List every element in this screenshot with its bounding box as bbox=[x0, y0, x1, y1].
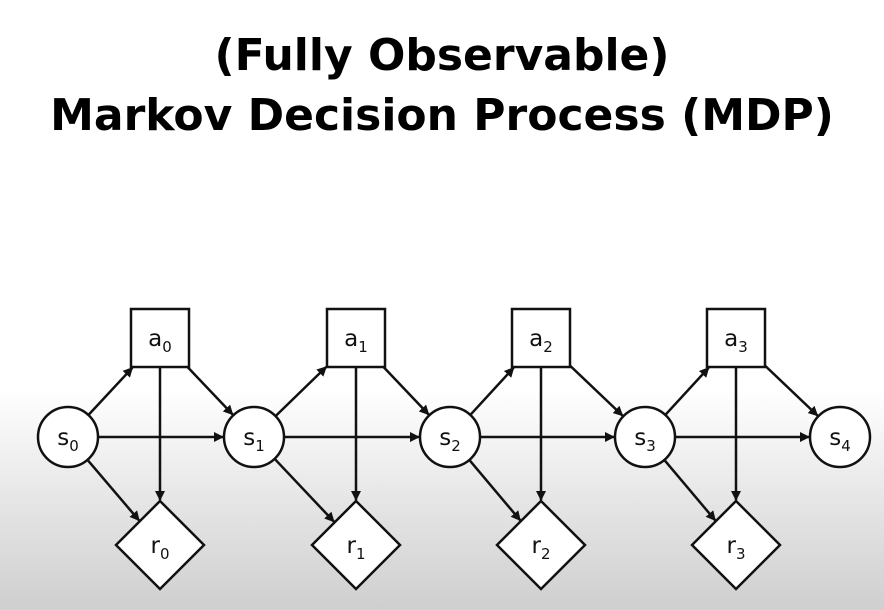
node-label-base: r bbox=[531, 533, 541, 559]
node-label-subscript: 2 bbox=[543, 338, 553, 356]
edge-s2-a2 bbox=[469, 366, 515, 416]
reward-diamond-r0 bbox=[114, 499, 206, 591]
node-a1: a1 bbox=[325, 307, 387, 369]
node-label-s0: s0 bbox=[57, 425, 79, 455]
node-label-subscript: 0 bbox=[160, 545, 170, 563]
node-a2: a2 bbox=[510, 307, 572, 369]
node-label-subscript: 1 bbox=[358, 338, 368, 356]
node-label-r1: r1 bbox=[346, 533, 365, 563]
edge-s1-a1 bbox=[274, 365, 328, 418]
edge-s0-r0 bbox=[86, 459, 141, 522]
edge-s0-a0 bbox=[87, 366, 134, 416]
state-circle-s1 bbox=[222, 405, 286, 469]
node-s2: s2 bbox=[418, 405, 482, 469]
node-label-base: r bbox=[726, 533, 736, 559]
node-label-base: r bbox=[346, 533, 356, 559]
edge-s1-r1 bbox=[273, 457, 335, 523]
node-label-subscript: 1 bbox=[356, 545, 366, 563]
action-box-a2 bbox=[510, 307, 572, 369]
node-label-s3: s3 bbox=[634, 425, 656, 455]
node-label-a1: a1 bbox=[344, 326, 368, 356]
action-box-a0 bbox=[129, 307, 191, 369]
reward-diamond-r3 bbox=[690, 499, 782, 591]
node-label-base: a bbox=[148, 326, 162, 352]
title-line-2: Markov Decision Process (MDP) bbox=[50, 90, 834, 141]
node-s4: s4 bbox=[808, 405, 872, 469]
node-label-subscript: 0 bbox=[69, 437, 79, 455]
node-s3: s3 bbox=[613, 405, 677, 469]
state-circle-s2 bbox=[418, 405, 482, 469]
node-label-r3: r3 bbox=[726, 533, 745, 563]
node-r3: r3 bbox=[690, 499, 782, 591]
node-label-a3: a3 bbox=[724, 326, 748, 356]
node-s0: s0 bbox=[36, 405, 100, 469]
node-label-base: s bbox=[829, 425, 841, 451]
node-label-base: a bbox=[724, 326, 738, 352]
node-label-subscript: 1 bbox=[255, 437, 265, 455]
action-box-a1 bbox=[325, 307, 387, 369]
edge-a3-s4 bbox=[764, 364, 819, 417]
node-r2: r2 bbox=[495, 499, 587, 591]
node-a3: a3 bbox=[705, 307, 767, 369]
node-a0: a0 bbox=[129, 307, 191, 369]
edge-layer bbox=[86, 364, 819, 523]
node-s1: s1 bbox=[222, 405, 286, 469]
node-label-subscript: 4 bbox=[841, 437, 851, 455]
node-label-subscript: 0 bbox=[162, 338, 172, 356]
edge-s3-a3 bbox=[664, 366, 710, 416]
node-label-a2: a2 bbox=[529, 326, 553, 356]
title-line-1: (Fully Observable) bbox=[214, 30, 670, 81]
edge-s3-r3 bbox=[663, 459, 717, 522]
node-label-subscript: 3 bbox=[646, 437, 656, 455]
node-r0: r0 bbox=[114, 499, 206, 591]
edge-a1-s2 bbox=[382, 366, 430, 416]
node-label-subscript: 2 bbox=[451, 437, 461, 455]
node-label-r0: r0 bbox=[150, 533, 169, 563]
node-label-base: a bbox=[344, 326, 358, 352]
state-circle-s0 bbox=[36, 405, 100, 469]
node-label-s2: s2 bbox=[439, 425, 461, 455]
node-label-subscript: 3 bbox=[736, 545, 746, 563]
node-label-base: s bbox=[634, 425, 646, 451]
node-label-base: r bbox=[150, 533, 160, 559]
node-label-s1: s1 bbox=[243, 425, 265, 455]
node-label-base: s bbox=[243, 425, 255, 451]
edge-a0-s1 bbox=[186, 366, 234, 416]
node-label-s4: s4 bbox=[829, 425, 851, 455]
edge-s2-r2 bbox=[468, 459, 522, 522]
node-label-base: s bbox=[439, 425, 451, 451]
state-circle-s3 bbox=[613, 405, 677, 469]
reward-diamond-r2 bbox=[495, 499, 587, 591]
node-label-base: s bbox=[57, 425, 69, 451]
action-box-a3 bbox=[705, 307, 767, 369]
node-label-a0: a0 bbox=[148, 326, 172, 356]
edge-a2-s3 bbox=[569, 364, 624, 417]
state-circle-s4 bbox=[808, 405, 872, 469]
node-label-subscript: 3 bbox=[738, 338, 748, 356]
node-label-r2: r2 bbox=[531, 533, 550, 563]
node-r1: r1 bbox=[310, 499, 402, 591]
node-label-subscript: 2 bbox=[541, 545, 551, 563]
reward-diamond-r1 bbox=[310, 499, 402, 591]
node-label-base: a bbox=[529, 326, 543, 352]
